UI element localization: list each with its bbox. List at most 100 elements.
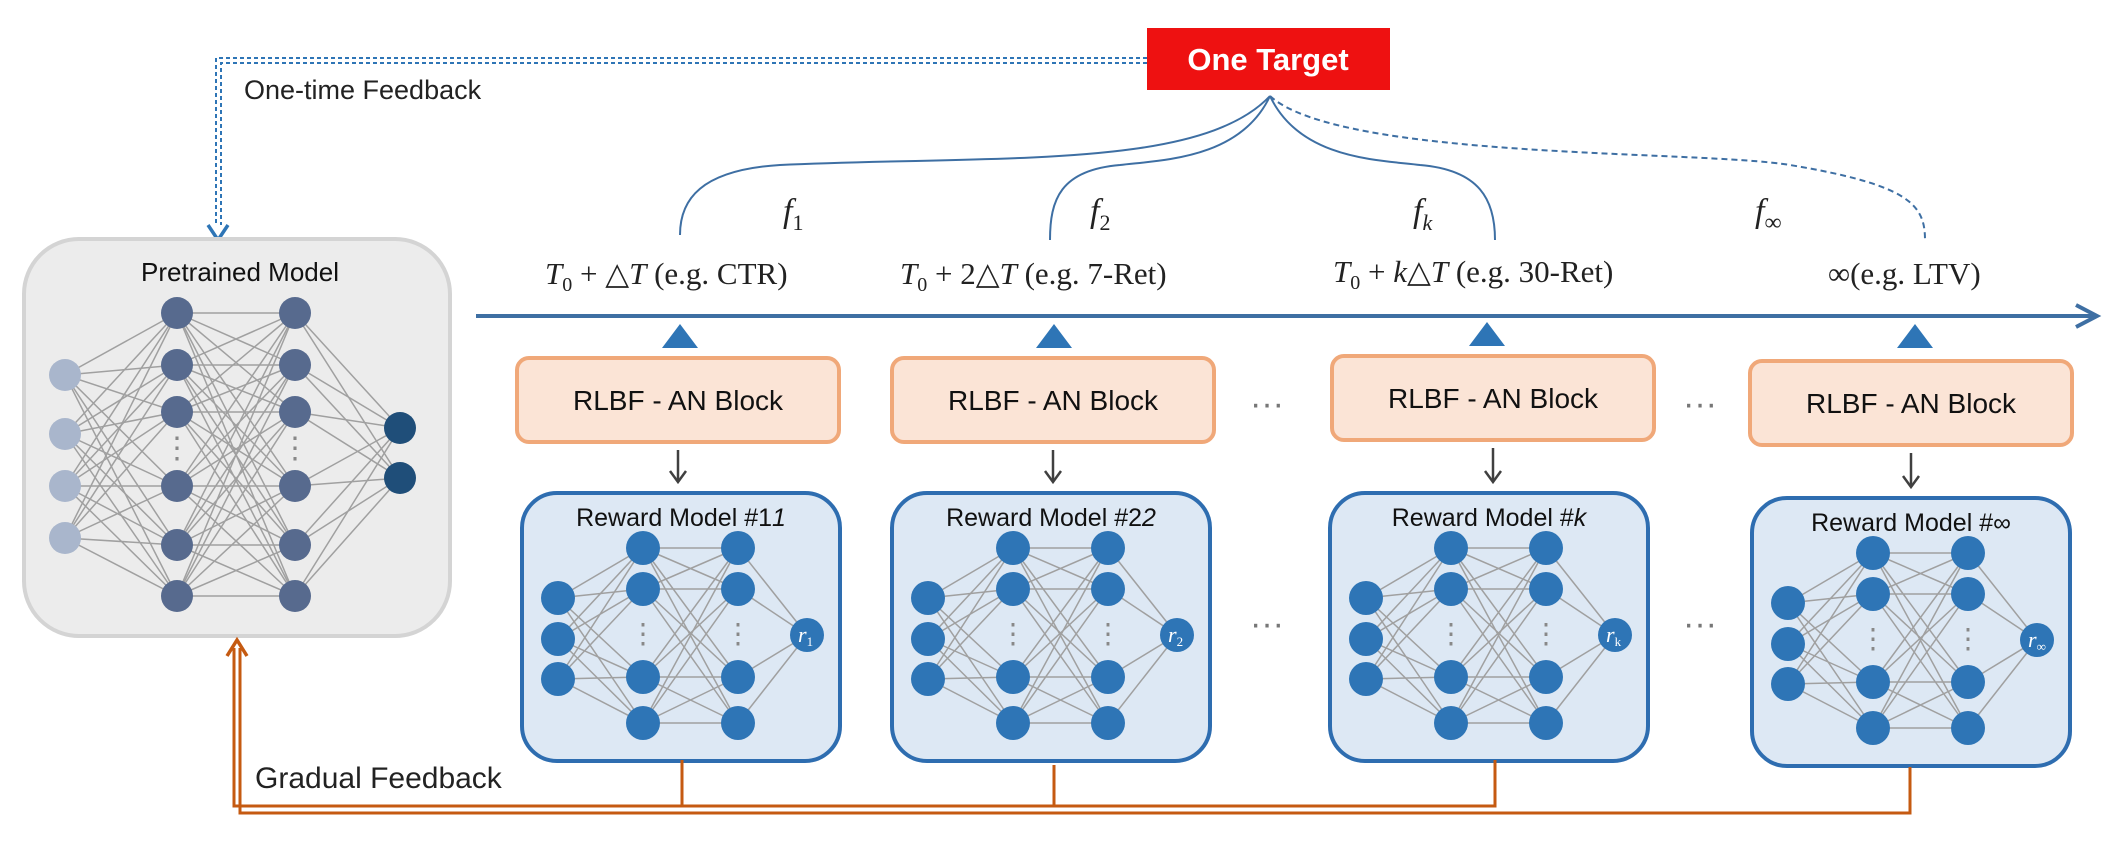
rlbf-block-2: RLBF - AN Block — [890, 356, 1216, 444]
rlbf-block-box — [1330, 354, 1656, 442]
timeline-label-2: T0 + 2△T (e.g. 7-Ret) — [900, 256, 1167, 296]
ellipsis-rm-1: ··· — [1250, 605, 1284, 643]
reward-model-node — [1856, 577, 1890, 611]
reward-model-node — [1349, 622, 1383, 656]
pretrained-node — [279, 529, 311, 561]
pretrained-model-title: Pretrained Model — [141, 257, 339, 287]
reward-model-node — [1856, 536, 1890, 570]
rlbf-block-1: RLBF - AN Block — [515, 356, 841, 444]
gradual-feedback-label: Gradual Feedback — [255, 762, 503, 795]
reward-model-node — [1349, 581, 1383, 615]
axis-marker-1 — [662, 324, 698, 348]
reward-model-title: Reward Model #11 — [576, 504, 786, 532]
down-arrowhead — [1043, 470, 1063, 485]
reward-model-vdots: ⋮ — [629, 618, 657, 649]
reward-model-node — [996, 660, 1030, 694]
function-curves — [679, 95, 1926, 241]
pretrained-node — [49, 470, 81, 502]
one-target-label: One Target — [1187, 42, 1348, 77]
gradual-feedback-arrowhead — [225, 636, 249, 657]
reward-model-node — [911, 622, 945, 656]
one-target: One Target — [1147, 28, 1390, 90]
pretrained-model-box — [22, 237, 452, 638]
down-arrowhead — [668, 470, 688, 485]
reward-model-node — [911, 662, 945, 696]
reward-output-label: r2 — [1168, 622, 1183, 649]
reward-model-inf: Reward Model #∞⋮⋮r∞ — [1750, 496, 2072, 768]
reward-model-node — [1434, 660, 1468, 694]
reward-model-node — [1856, 665, 1890, 699]
time-axis-arrowhead — [2075, 303, 2102, 329]
reward-model-node — [721, 572, 755, 606]
pretrained-node — [279, 297, 311, 329]
timeline-label-k: T0 + k△T (e.g. 30-Ret) — [1333, 254, 1613, 294]
pretrained-node — [384, 412, 416, 444]
reward-model-node — [626, 531, 660, 565]
reward-output-node — [1598, 618, 1632, 652]
down-arrowhead — [1483, 470, 1503, 485]
reward-model-node — [626, 706, 660, 740]
reward-model-node — [1771, 586, 1805, 620]
reward-model-node — [1951, 711, 1985, 745]
pretrained-node — [161, 580, 193, 612]
reward-model-1: Reward Model #11⋮⋮r1 — [520, 491, 842, 763]
reward-model-node — [1529, 572, 1563, 606]
pretrained-node — [161, 396, 193, 428]
reward-model-node — [721, 706, 755, 740]
reward-model-node — [1091, 572, 1125, 606]
timeline-label-inf: ∞(e.g. LTV) — [1828, 256, 1981, 291]
reward-model-vdots: ⋮ — [724, 618, 752, 649]
reward-model-node — [1091, 660, 1125, 694]
pretrained-node — [161, 297, 193, 329]
pretrained-node — [384, 462, 416, 494]
reward-model-vdots: ⋮ — [1094, 618, 1122, 649]
down-arrowhead — [1901, 475, 1921, 490]
reward-model-connections — [557, 547, 808, 724]
pretrained-model: Pretrained Model ⋮⋮ — [22, 237, 452, 638]
axis-marker-inf — [1897, 324, 1933, 348]
function-label-1: f1 — [783, 193, 803, 235]
rlbf-block-box — [1748, 359, 2074, 447]
rlbf-block-label: RLBF - AN Block — [1806, 388, 2017, 419]
reward-model-node — [1349, 662, 1383, 696]
pretrained-vdots: ⋮ — [280, 432, 310, 465]
rlbf-block-label: RLBF - AN Block — [948, 385, 1159, 416]
pretrained-node — [279, 580, 311, 612]
function-label-k: fk — [1413, 193, 1433, 235]
function-label-2: f2 — [1090, 193, 1110, 235]
curve-fk — [1269, 95, 1496, 241]
reward-model-node — [1091, 706, 1125, 740]
reward-model-node — [1771, 667, 1805, 701]
pretrained-node — [49, 418, 81, 450]
reward-model-node — [911, 581, 945, 615]
axis-marker-2 — [1036, 324, 1072, 348]
reward-model-node — [1771, 627, 1805, 661]
pretrained-node — [279, 349, 311, 381]
reward-model-node — [721, 660, 755, 694]
reward-model-vdots: ⋮ — [1437, 618, 1465, 649]
one-time-feedback-label: One-time Feedback — [244, 75, 482, 105]
pretrained-node — [161, 529, 193, 561]
rlbf-block-inf: RLBF - AN Block — [1748, 359, 2074, 447]
reward-model-k: Reward Model #k⋮⋮rk — [1328, 491, 1650, 763]
reward-model-node — [996, 572, 1030, 606]
reward-model-node — [541, 581, 575, 615]
one-time-feedback-arrow — [215, 57, 1147, 225]
pretrained-node — [161, 349, 193, 381]
reward-model-title: Reward Model #k — [1392, 504, 1588, 532]
function-labels: f1 f2 fk f∞ — [783, 193, 1782, 236]
reward-model-node — [1951, 577, 1985, 611]
rlbf-block-box — [890, 356, 1216, 444]
curve-f1 — [679, 95, 1271, 236]
axis-marker-k — [1469, 322, 1505, 346]
pretrained-node — [279, 396, 311, 428]
pretrained-node — [161, 470, 193, 502]
reward-output-node — [2020, 623, 2054, 657]
reward-model-node — [996, 706, 1030, 740]
curve-finf — [1269, 95, 1926, 241]
reward-model-node — [541, 662, 575, 696]
reward-model-vdots: ⋮ — [1859, 623, 1887, 654]
reward-model-vdots: ⋮ — [1954, 623, 1982, 654]
reward-model-title: Reward Model #∞ — [1811, 509, 2011, 537]
